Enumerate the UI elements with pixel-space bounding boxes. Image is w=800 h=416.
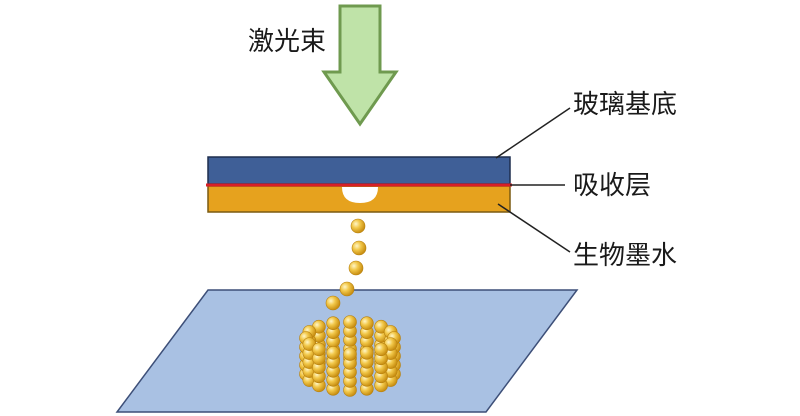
ring-droplet bbox=[360, 345, 374, 360]
vapor-bubble bbox=[342, 187, 378, 203]
ink-leader-line bbox=[497, 203, 571, 253]
ring-droplet bbox=[343, 347, 357, 361]
ring-droplet bbox=[343, 315, 357, 329]
ring-droplet bbox=[312, 342, 326, 357]
absorb-label: 吸收层 bbox=[573, 171, 651, 201]
ink-droplets bbox=[299, 218, 401, 397]
falling-droplet bbox=[350, 218, 366, 234]
glass-label: 玻璃基底 bbox=[573, 90, 677, 120]
ring-droplet bbox=[374, 342, 388, 357]
ring-droplet bbox=[326, 345, 340, 360]
falling-droplet bbox=[339, 281, 355, 297]
glass-substrate-layer bbox=[207, 156, 511, 185]
ink-label: 生物墨水 bbox=[573, 241, 677, 271]
falling-droplet bbox=[351, 240, 367, 256]
falling-droplet bbox=[325, 295, 341, 311]
ring-droplet bbox=[326, 316, 340, 331]
laser-arrow bbox=[321, 4, 399, 127]
ring-droplet bbox=[360, 316, 374, 331]
falling-droplet bbox=[348, 260, 364, 276]
laser-label: 激光束 bbox=[248, 27, 326, 57]
glass-leader-line bbox=[495, 107, 571, 159]
